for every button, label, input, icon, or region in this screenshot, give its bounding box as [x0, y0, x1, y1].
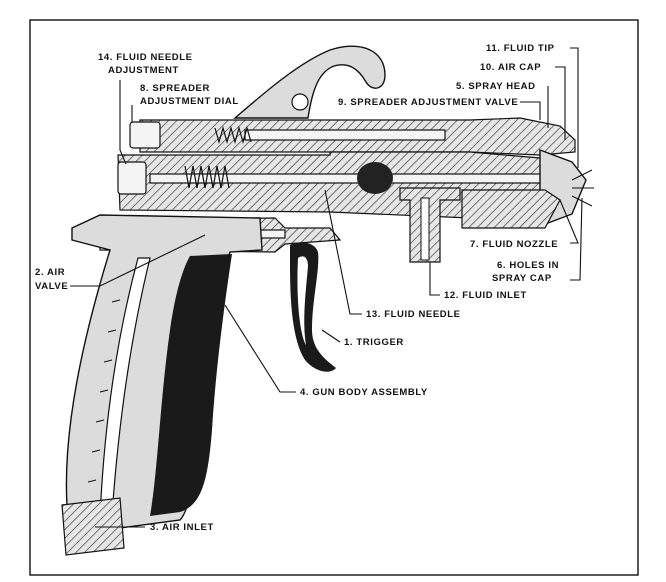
spreader-valve-stem — [244, 129, 446, 141]
trigger-highlight — [297, 256, 308, 345]
leader-trigger — [321, 329, 341, 343]
label-air-cap: 10. AIR CAP — [480, 62, 541, 73]
fluid-needle-rod — [149, 173, 551, 184]
handle-outline-hatch — [87, 299, 121, 483]
label-holes-in-spray-cap-line2: SPRAY CAP — [492, 273, 552, 284]
label-air-inlet: 3. AIR INLET — [150, 522, 214, 533]
label-air-valve-line1: 2. AIR — [35, 267, 65, 278]
label-fluid-nozzle: 7. FLUID NOZZLE — [470, 239, 558, 250]
callout-labels: 14. FLUID NEEDLE ADJUSTMENT 8. SPREADER … — [35, 43, 559, 533]
label-trigger: 1. TRIGGER — [344, 337, 404, 348]
leader-fluid-nozzle — [559, 199, 579, 244]
leader-spreader-adjustment-valve — [520, 101, 541, 120]
leader-lines — [70, 47, 583, 528]
label-holes-in-spray-cap-line1: 6. HOLES IN — [497, 260, 559, 271]
spreader-adjustment-dial-knob — [129, 121, 161, 149]
label-spreader-adjustment-dial-line1: 8. SPREADER — [140, 83, 210, 94]
label-gun-body-assembly: 4. GUN BODY ASSEMBLY — [300, 387, 428, 398]
label-fluid-needle: 13. FLUID NEEDLE — [366, 309, 461, 320]
leader-fluid-needle-adjustment — [119, 80, 127, 165]
fluid-needle-adjustment-knob — [117, 161, 147, 195]
label-air-valve-line2: VALVE — [35, 281, 68, 292]
leader-holes-in-spray-cap — [570, 197, 583, 281]
fluid-nozzle-body — [461, 189, 561, 229]
diagram-frame — [29, 19, 639, 576]
label-fluid-tip: 11. FLUID TIP — [486, 43, 555, 54]
fluid-inlet-channel — [420, 197, 430, 261]
fluid-inlet-tee — [399, 187, 461, 263]
spreader-spring — [214, 125, 252, 145]
label-fluid-inlet: 12. FLUID INLET — [444, 290, 527, 301]
leader-fluid-inlet — [429, 262, 440, 296]
label-fluid-needle-adjustment-line2: ADJUSTMENT — [108, 65, 179, 76]
leader-air-cap — [555, 66, 566, 140]
gun-hook — [233, 45, 386, 119]
air-inlet-fitting — [61, 497, 125, 556]
label-fluid-needle-adjustment-line1: 14. FLUID NEEDLE — [98, 52, 193, 63]
label-spray-head: 5. SPRAY HEAD — [456, 81, 536, 92]
spray-gun-drawing — [61, 45, 594, 556]
leader-fluid-tip — [570, 47, 579, 168]
needle-packing — [357, 162, 393, 194]
label-spreader-adjustment-dial-line2: ADJUSTMENT DIAL — [140, 96, 239, 107]
leader-air-valve — [70, 234, 206, 287]
gun-trigger — [290, 242, 336, 372]
leader-fluid-needle — [324, 189, 362, 315]
needle-spring — [184, 165, 230, 189]
leader-gun-body-assembly — [224, 304, 296, 393]
handle-grip-inner — [150, 254, 232, 516]
label-spreader-adjustment-valve: 9. SPREADER ADJUSTMENT VALVE — [338, 97, 518, 108]
hook-hole — [291, 93, 309, 111]
